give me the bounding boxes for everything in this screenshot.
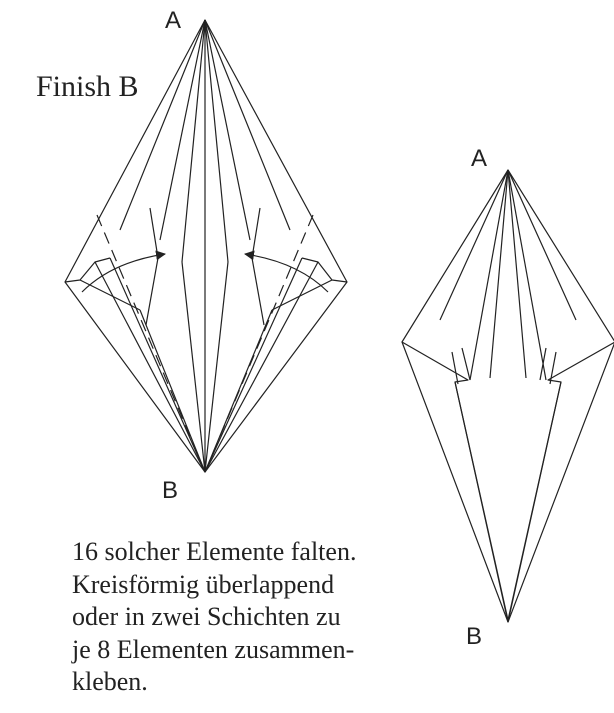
right-folded-element [401, 169, 614, 623]
right-point-a-label: A [471, 145, 488, 172]
right-cuff-fold-inner [271, 279, 333, 311]
right-valley-fold [204, 214, 314, 473]
left-valley-fold [96, 214, 206, 473]
right-point-b-label: B [466, 623, 483, 650]
left-point-b-label: B [162, 477, 179, 504]
instruction-line: kleben. [72, 667, 148, 696]
instruction-line: Kreisförmig überlappend [72, 569, 335, 599]
right-cuff-fold [301, 257, 348, 283]
instruction-line: 16 solcher Elemente falten. [72, 537, 357, 566]
right-fold-arrow [244, 250, 329, 293]
instructions: 16 solcher Elemente falten. Kreisförmig … [72, 536, 472, 699]
instruction-line: oder in zwei Schichten zu [72, 602, 341, 631]
instruction-line: je 8 Elementen zusammen- [72, 634, 355, 664]
left-cuff-fold [64, 257, 111, 283]
left-fold-arrow [81, 250, 166, 293]
left-folded-element [64, 19, 348, 473]
left-point-a-label: A [165, 7, 182, 34]
heading: Finish B [36, 70, 139, 103]
